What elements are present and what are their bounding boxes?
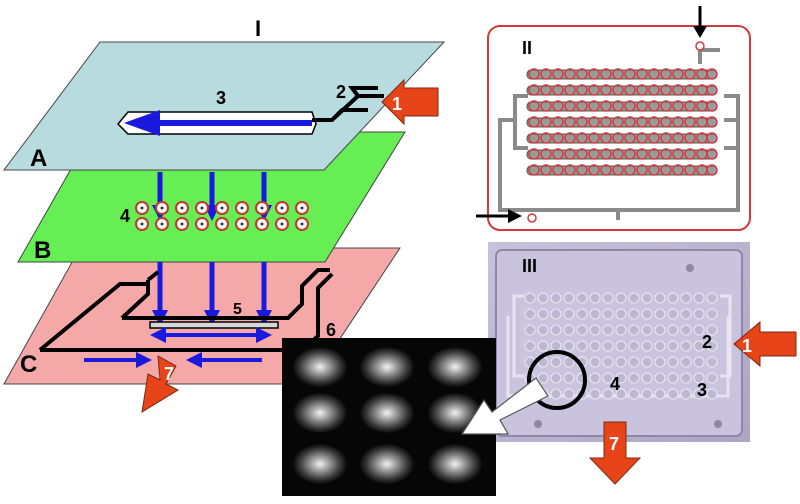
layer-a-plate xyxy=(3,41,446,171)
panel-ii-manifold xyxy=(498,48,740,220)
inlet-arrow-panel-i xyxy=(381,78,439,126)
callout-3-panel-i: 3 xyxy=(216,88,226,108)
magnifier-circle xyxy=(527,350,587,410)
callout-1-panel-iii: 1 xyxy=(742,336,752,356)
panel-iii-label: III xyxy=(522,256,537,276)
callout-1-panel-i: 1 xyxy=(392,94,402,114)
callout-4-panel-i: 4 xyxy=(120,206,130,226)
panel-iii-photo: III 2 4 3 1 7 xyxy=(488,242,797,485)
well-array-b xyxy=(135,201,309,231)
panel-iv-blobs xyxy=(293,347,482,484)
flow-converge-c xyxy=(84,352,262,368)
callout-6-panel-i: 6 xyxy=(326,320,336,340)
outlet-arrow-panel-iii xyxy=(588,421,642,485)
panel-ii-black-arrows xyxy=(476,6,707,223)
callout-7-panel-i: 7 xyxy=(164,364,174,384)
layer-c-label: C xyxy=(20,351,37,378)
callout-7-panel-iii: 7 xyxy=(609,434,619,454)
layer-a-label: A xyxy=(30,145,47,172)
panel-ii-wells xyxy=(528,68,718,176)
callout-2-panel-i: 2 xyxy=(336,82,346,102)
flow-arrowhead-a xyxy=(124,110,160,136)
panel-ii-label: II xyxy=(522,38,532,58)
callout-5-panel-i: 5 xyxy=(233,301,242,318)
panel-ii-outlet-port xyxy=(527,213,537,223)
inlet-arrow-panel-iii xyxy=(733,320,797,368)
panel-iv-fluorescence: IV xyxy=(282,338,549,496)
panel-iii-wells xyxy=(524,292,718,400)
layer-c-chamber xyxy=(149,321,279,329)
panel-i-schematic: 7 1 I A B C 2 3 4 5 6 xyxy=(3,16,446,413)
callout-2-panel-iii: 2 xyxy=(702,332,712,352)
inlet-manifold-a xyxy=(312,86,384,122)
layer-b-label: B xyxy=(34,237,51,264)
panel-i-label: I xyxy=(255,16,261,41)
callout-4-panel-iii: 4 xyxy=(610,374,620,394)
outlet-arrow-panel-i xyxy=(141,355,180,413)
callout-3-panel-iii: 3 xyxy=(697,380,707,400)
flow-double-arrow-c xyxy=(150,327,272,343)
panel-ii-inlet-port xyxy=(695,41,705,51)
pointer-arrow xyxy=(460,377,549,435)
panel-iii-manifold xyxy=(506,294,732,398)
panel-iii-holes xyxy=(534,264,722,428)
panel-ii-layout: II xyxy=(476,6,751,231)
